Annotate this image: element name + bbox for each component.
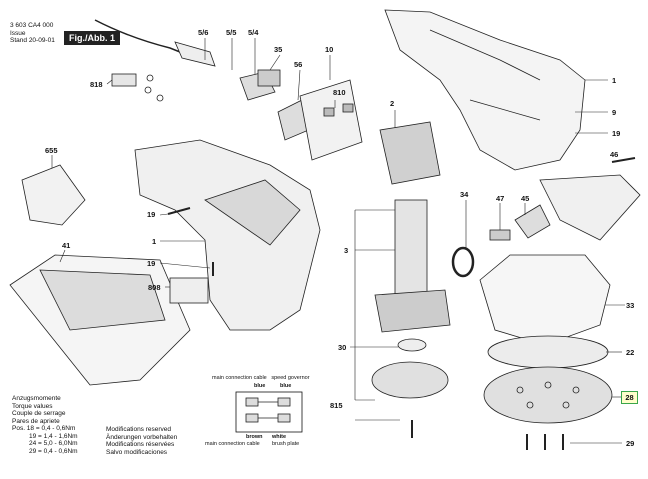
handle-cover [21,164,86,226]
auxiliary-handle [539,174,641,241]
label-808 [169,277,209,304]
callout-655: 655 [45,146,58,155]
fan [374,289,451,333]
callout-5-5: 5/5 [226,28,237,37]
callout-19-c: 19 [147,259,156,268]
field-coil [379,121,441,185]
speed-governor-label: speed governor [271,375,310,381]
sanding-pad [483,366,613,424]
bearing-30 [397,338,427,352]
part-45 [514,204,551,239]
cable-clamp [111,73,137,87]
terminal [277,397,291,407]
terminal [245,397,259,407]
torque-values: Anzugsmomente Torque values Couple de se… [12,395,78,455]
callout-2: 2 [390,99,395,108]
speed-governor-35 [257,69,281,87]
mod-line: Salvo modificaciones [106,448,168,456]
callout-810: 810 [333,88,346,97]
armature [394,199,428,296]
housing-half [384,9,586,171]
screw [611,157,636,163]
callout-1-b: 1 [152,237,157,246]
callout-22: 22 [626,348,635,357]
balance-weight-815 [371,361,449,399]
callout-46: 46 [610,150,619,159]
screw [156,94,164,102]
terminal [245,413,259,423]
figure-label: Fig./Abb. 1 [64,31,120,45]
modifications-note: Modifications reserved Änderungen vorbeh… [106,426,177,456]
carbon-brush [323,107,335,117]
torque-row: Pos. 18 = 0,4 - 0,6Nm [12,425,76,432]
electronic-module-10 [299,79,363,161]
screw [146,74,154,82]
wire [258,401,278,419]
callout-19-a: 19 [612,129,621,138]
callout-34: 34 [460,190,469,199]
blue-label-b: blue [280,383,292,389]
callout-815: 815 [330,401,343,410]
screw [167,207,191,215]
callout-5-4: 5/4 [248,28,259,37]
power-cable [94,19,201,61]
callout-45: 45 [521,194,530,203]
dust-box-grid [39,269,166,331]
callout-19-b: 19 [147,210,156,219]
callout-10: 10 [325,45,334,54]
base-housing [479,254,611,346]
mod-line: Modifications réservées [106,441,175,448]
torque-heading-es: Pares de apriete [12,417,60,425]
callout-5-6: 5/6 [198,28,209,37]
blue-label-a: blue [254,383,266,389]
pad-holes [516,381,580,409]
part-47 [489,229,511,241]
issue-date: 20-09-01 [28,37,55,44]
connection-diagram-box [235,391,303,433]
torque-row: 19 = 1,4 - 1,6Nm [29,432,78,440]
callout-29: 29 [626,439,635,448]
o-ring-34 [451,246,475,278]
stand-label: Stand [10,37,27,44]
mod-line: Modifications reserved [106,426,172,433]
callout-30: 30 [338,343,347,352]
screw [144,86,152,94]
housing-grip [204,179,301,246]
carbon-brush [342,103,354,113]
leader-lines [51,38,625,444]
main-cable-bottom-label: main connection cable [205,441,260,447]
brown-label: brown [246,434,263,440]
brake-ring [487,335,609,369]
torque-heading-fr: Couple de serrage [12,410,66,417]
callout-56: 56 [294,60,303,69]
terminal [277,413,291,423]
callout-28-highlight: 28 [621,391,638,404]
callout-3: 3 [344,246,349,255]
callout-818: 818 [90,80,103,89]
torque-row: 29 = 0,4 - 0,6Nm [29,447,78,455]
housing-detail [429,29,541,121]
issue-label: Issue [10,29,26,37]
doc-number: 3 603 CA4 000 [10,22,54,29]
cable-sleeve [174,41,216,67]
torque-heading-de: Anzugsmomente [12,395,61,402]
callout-41: 41 [62,241,71,250]
main-cable-label: main connection cable [212,375,267,381]
callout-808: 808 [148,283,161,292]
document-header: 3 603 CA4 000 Issue Stand 20-09-01 [10,22,55,45]
mod-line: Änderungen vorbehalten [106,433,178,441]
connection-diagram-labels: main connection cable speed governor [212,375,310,382]
torque-row: 24 = 5,0 - 6,0Nm [29,440,78,447]
torque-heading-en: Torque values [12,402,53,410]
brush-plate-label: brush plate [272,441,300,447]
white-label: white [272,434,287,440]
callout-1-top: 1 [612,76,617,85]
callout-35: 35 [274,45,283,54]
callout-47: 47 [496,194,505,203]
callout-33: 33 [626,301,635,310]
callout-9: 9 [612,108,617,117]
